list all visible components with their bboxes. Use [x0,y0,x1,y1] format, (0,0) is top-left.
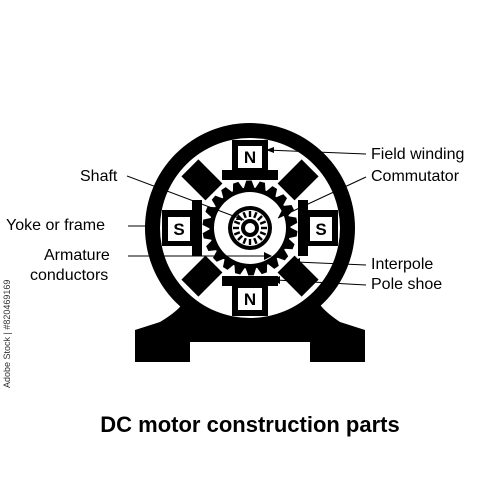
pole-left-letter: S [173,220,184,239]
shaft-center [245,223,255,233]
label-interpole: Interpole [371,256,434,273]
stock-watermark-id: Adobe Stock | #820469169 [2,279,12,388]
label-field-winding: Field winding [371,146,465,163]
label-yoke-frame: Yoke or frame [6,217,106,234]
label-commutator: Commutator [371,168,460,185]
pole-top-letter: N [244,148,256,167]
commutator-segment [233,231,241,236]
diagram-title: DC motor construction parts [100,412,400,437]
commutator-segment [248,211,252,217]
commutator-segment [261,226,267,230]
label-shaft: Shaft [80,168,118,185]
field-winding-coils [168,146,332,310]
commutator-segments [233,211,267,245]
commutator-segment [233,220,241,225]
commutator-segment [256,234,263,241]
label-pole-shoe: Pole shoe [371,276,443,293]
label-armature-line1: Armature [44,247,110,264]
commutator-segment [253,237,258,245]
commutator-segment [237,234,244,241]
interpoles [181,159,319,297]
commutator-segment [242,211,247,219]
commutator-segment [259,231,267,236]
commutator-segment [253,211,258,219]
leader-arrowheads [148,147,300,284]
leader-lines [126,149,367,286]
commutator-segment [259,220,267,225]
label-armature-line2: conductors [30,267,109,284]
pole-bottom-letter: N [244,290,256,309]
commutator-segment [233,226,239,230]
commutator-segment [242,237,247,245]
commutator-segment [248,239,252,245]
pole-right-letter: S [315,220,326,239]
commutator-segment [256,215,263,222]
